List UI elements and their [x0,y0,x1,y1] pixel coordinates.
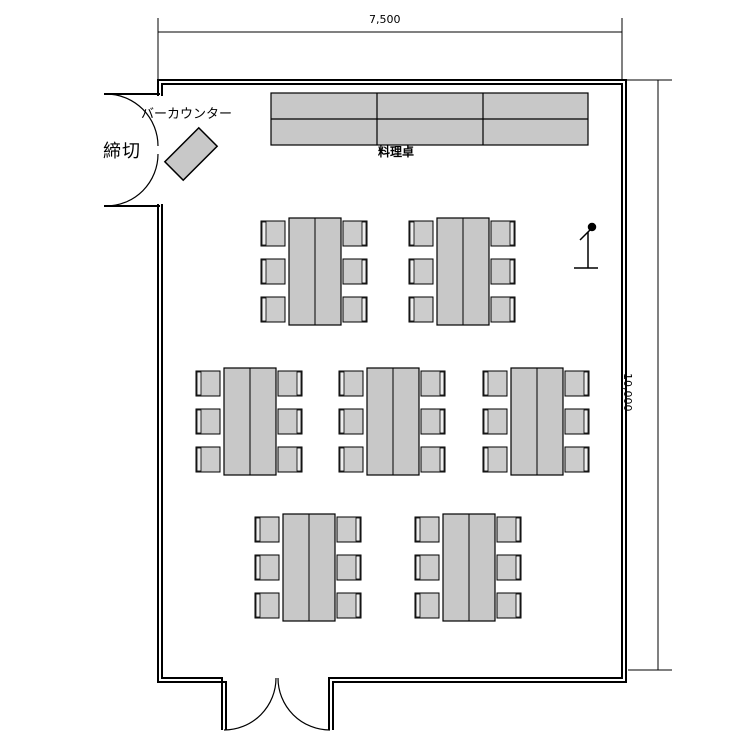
chair [336,592,362,619]
bar-counter-shape [163,126,219,182]
chair [260,220,286,247]
chair [342,220,368,247]
chair [277,370,303,397]
chair [408,258,434,285]
table-group [223,367,277,476]
width-dimension: 7,500 [369,13,401,26]
chair [482,408,508,435]
chair [420,408,446,435]
chair [195,408,221,435]
bar-counter-label: バーカウンター [141,107,233,122]
chair [496,554,522,581]
chair [336,516,362,543]
chair [342,296,368,323]
chair [490,296,516,323]
chair [260,296,286,323]
cooking-table-label: 料理卓 [378,145,415,159]
chair [260,258,286,285]
chair [496,592,522,619]
doors [105,93,331,731]
chair [482,446,508,473]
chair [195,446,221,473]
chair [195,370,221,397]
chair [338,408,364,435]
chair [490,258,516,285]
chair [564,446,590,473]
chair [414,554,440,581]
chair [338,446,364,473]
chair [408,296,434,323]
chair [254,592,280,619]
depth-dimension: 10,000 [621,373,634,412]
chair [414,516,440,543]
table-group [436,217,490,326]
chair [336,554,362,581]
table-group [366,367,420,476]
chair [496,516,522,543]
chair [420,446,446,473]
chair [482,370,508,397]
table-group [442,513,496,622]
chair [414,592,440,619]
chair [277,446,303,473]
chair [338,370,364,397]
chair [408,220,434,247]
table-group [282,513,336,622]
chair [254,516,280,543]
chair [342,258,368,285]
chair [254,554,280,581]
chair [564,408,590,435]
closed-door-label: 締切 [103,141,141,162]
cooking-table-shape [270,92,589,146]
chair [490,220,516,247]
chair [564,370,590,397]
mic-stand-icon [574,222,598,269]
table-group [510,367,564,476]
table-group [288,217,342,326]
table-groups [195,217,590,622]
dimension-lines [157,18,672,671]
chair [277,408,303,435]
chair [420,370,446,397]
